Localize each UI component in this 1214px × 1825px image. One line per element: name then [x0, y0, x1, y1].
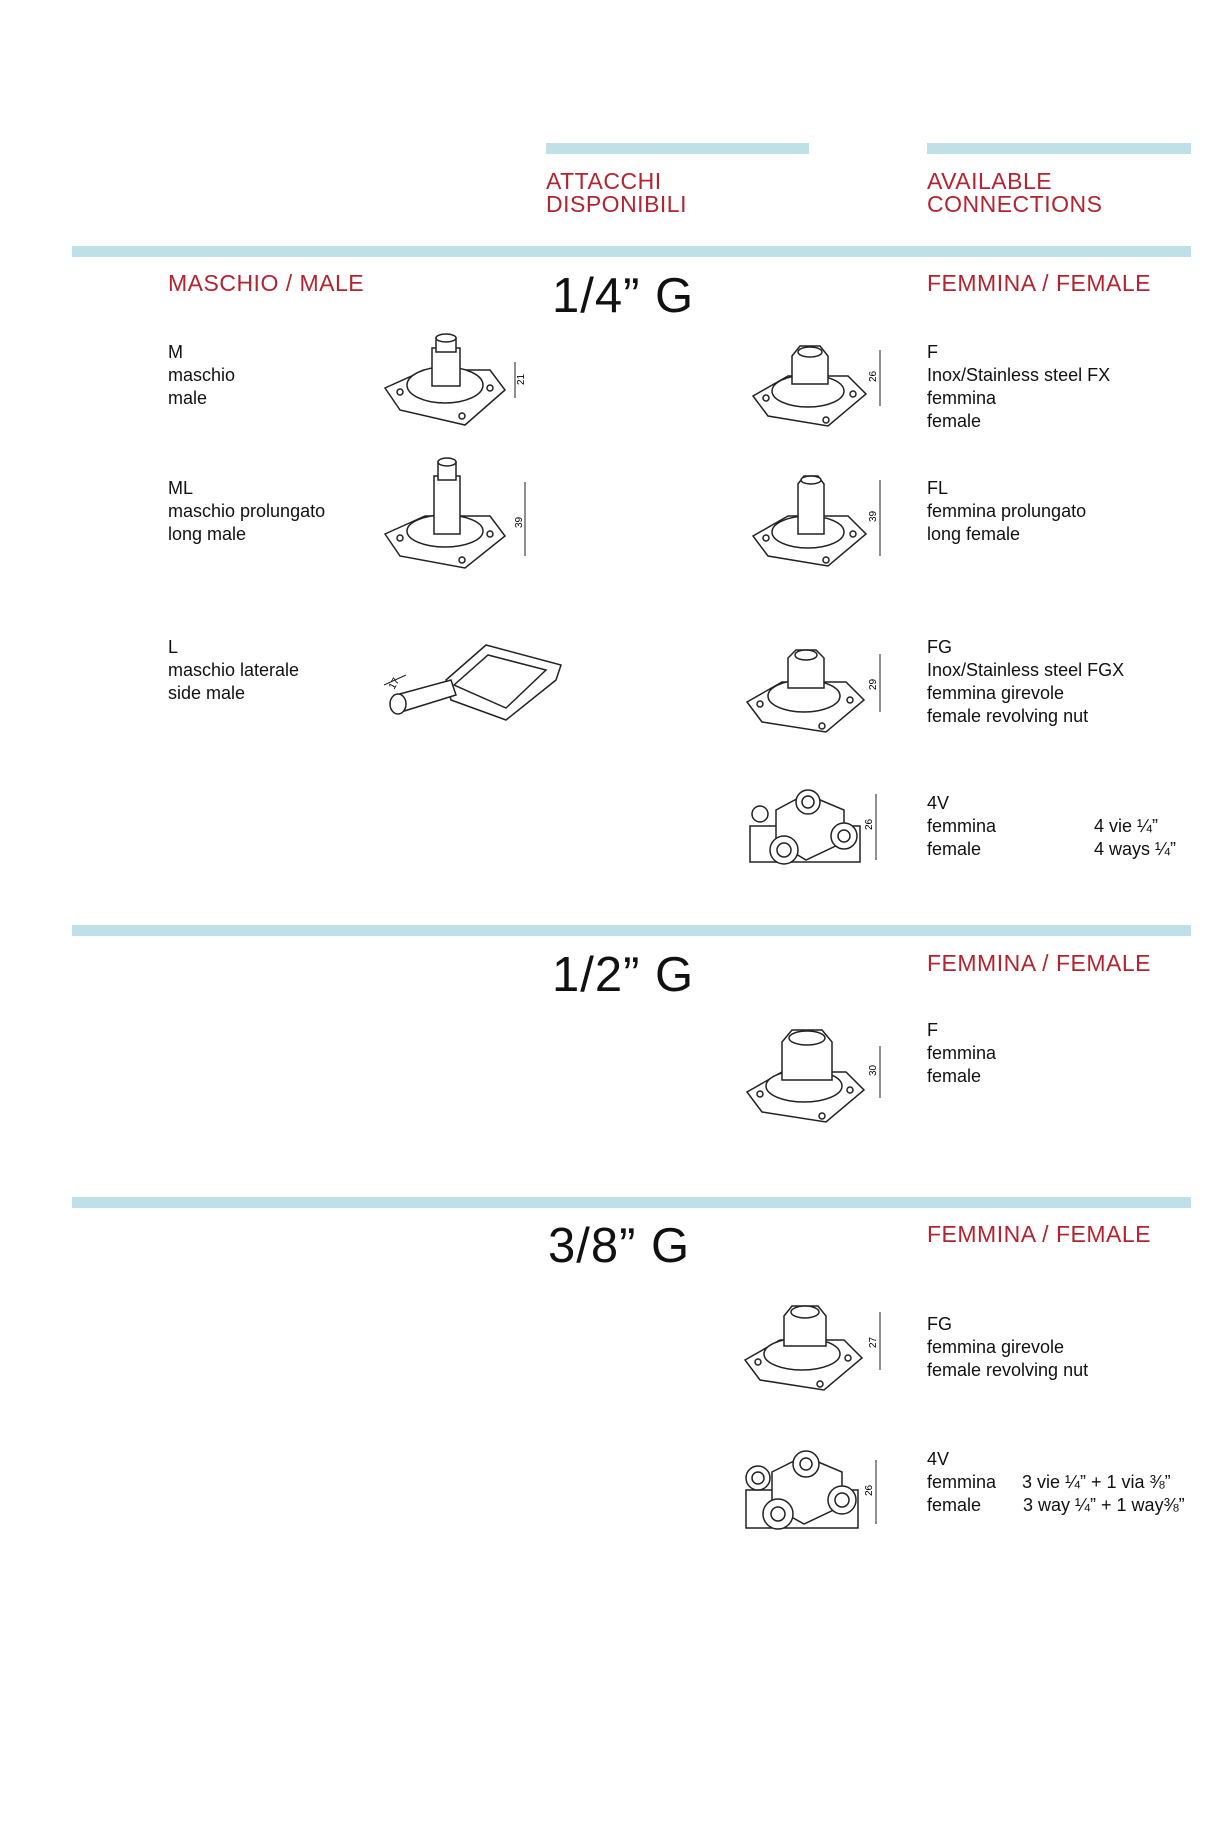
list-item-female-4v: 4V femmina 4 vie ¼” female 4 ways ¼”	[927, 792, 1187, 861]
section-divider-1-2	[72, 925, 1191, 936]
item-desc: Inox/Stainless steel FGX	[927, 660, 1125, 680]
fitting-ml-drawing: 39	[383, 457, 526, 569]
item-desc: femmina	[927, 1043, 997, 1063]
item-code: FL	[927, 478, 949, 498]
item-desc-extra: 4 vie ¼”	[1094, 816, 1159, 836]
item-desc: long female	[927, 524, 1021, 544]
dim-label: 17	[387, 676, 402, 692]
list-item-female-fg: FG Inox/Stainless steel FGX femmina gire…	[927, 636, 1124, 728]
item-desc: femmina	[927, 1472, 997, 1492]
dim-label: 26	[868, 370, 879, 382]
item-code: F	[927, 1020, 938, 1040]
item-desc: femmina	[927, 388, 997, 408]
item-code: FG	[927, 1314, 952, 1334]
item-code: FG	[927, 637, 952, 657]
header-title-en-line1: AVAILABLE	[927, 168, 1053, 194]
header-title-en: AVAILABLE CONNECTIONS	[927, 170, 1102, 216]
list-item-female-fg-3-8: FG femmina girevole female revolving nut	[927, 1313, 1088, 1382]
male-heading: MASCHIO / MALE	[168, 270, 365, 296]
item-code: F	[927, 342, 938, 362]
item-desc: female	[927, 411, 982, 431]
dim-label: 30	[868, 1064, 879, 1076]
item-desc-extra: 3 vie ¼” + 1 via ⅜”	[1022, 1472, 1171, 1492]
header-title-en-line2: CONNECTIONS	[927, 191, 1103, 217]
size-label-1-4: 1/4” G	[552, 269, 695, 323]
section-divider-3-8	[72, 1197, 1191, 1208]
size-label-1-2: 1/2” G	[552, 948, 695, 1002]
item-desc: female	[927, 839, 982, 859]
item-desc: maschio	[168, 365, 236, 385]
item-desc-extra: 3 way ¼” + 1 way⅜”	[1023, 1495, 1185, 1515]
item-desc: female	[927, 1066, 982, 1086]
female-heading-1-2: FEMMINA / FEMALE	[927, 950, 1151, 976]
fitting-fg-drawing: 29	[745, 649, 881, 733]
item-desc-extra: 4 ways ¼”	[1094, 839, 1177, 859]
fitting-f-1-2-drawing: 30	[745, 1029, 881, 1123]
header-bar-left	[546, 143, 809, 154]
item-desc: femmina	[927, 816, 997, 836]
header-title-it: ATTACCHI DISPONIBILI	[546, 170, 687, 216]
item-desc: femmina prolungato	[927, 501, 1087, 521]
item-code: L	[168, 637, 179, 657]
list-item-female-fl: FL femmina prolungato long female	[927, 477, 1086, 546]
item-desc: female revolving nut	[927, 1360, 1089, 1380]
item-desc: male	[168, 388, 208, 408]
size-label-3-8: 3/8” G	[548, 1219, 691, 1273]
fitting-m-drawing: 21	[383, 333, 527, 426]
list-item-female-f-1-2: F femmina female	[927, 1019, 996, 1088]
list-item-male-m: M maschio male	[168, 341, 235, 410]
item-desc: femmina girevole	[927, 683, 1065, 703]
item-desc: maschio prolungato	[168, 501, 326, 521]
item-code: ML	[168, 478, 194, 498]
list-item-male-l: L maschio laterale side male	[168, 636, 299, 705]
dim-label: 26	[864, 1484, 875, 1496]
fitting-f-drawing: 26	[751, 345, 881, 427]
item-code: 4V	[927, 793, 950, 813]
dim-label: 39	[868, 510, 879, 522]
dim-label: 39	[514, 516, 525, 528]
item-code: 4V	[927, 1449, 950, 1469]
header-bar-right	[927, 143, 1191, 154]
header-title-it-line1: ATTACCHI	[546, 168, 662, 194]
item-desc: femmina girevole	[927, 1337, 1065, 1357]
item-desc: maschio laterale	[168, 660, 300, 680]
dim-label: 29	[868, 678, 879, 690]
dim-label: 27	[868, 1336, 879, 1348]
item-desc: long male	[168, 524, 247, 544]
item-desc: side male	[168, 683, 246, 703]
list-item-male-ml: ML maschio prolungato long male	[168, 477, 325, 546]
section-divider-1-4	[72, 246, 1191, 257]
item-desc: female	[927, 1495, 982, 1515]
fitting-4v-drawing: 26	[749, 789, 877, 865]
fitting-4v-3-8-drawing: 26	[745, 1450, 877, 1530]
fitting-fl-drawing: 39	[751, 475, 881, 567]
header-title-it-line2: DISPONIBILI	[546, 191, 687, 217]
item-desc: female revolving nut	[927, 706, 1089, 726]
fitting-fg-3-8-drawing: 27	[743, 1305, 881, 1391]
dim-label: 26	[864, 818, 875, 830]
item-desc: Inox/Stainless steel FX	[927, 365, 1111, 385]
dim-label: 21	[516, 373, 527, 385]
fitting-l-drawing: 17	[383, 644, 562, 721]
list-item-female-4v-3-8: 4V femmina 3 vie ¼” + 1 via ⅜” female 3 …	[927, 1448, 1197, 1517]
female-heading-1-4: FEMMINA / FEMALE	[927, 270, 1151, 296]
list-item-female-f: F Inox/Stainless steel FX femmina female	[927, 341, 1110, 433]
item-code: M	[168, 342, 183, 362]
female-heading-3-8: FEMMINA / FEMALE	[927, 1221, 1151, 1247]
